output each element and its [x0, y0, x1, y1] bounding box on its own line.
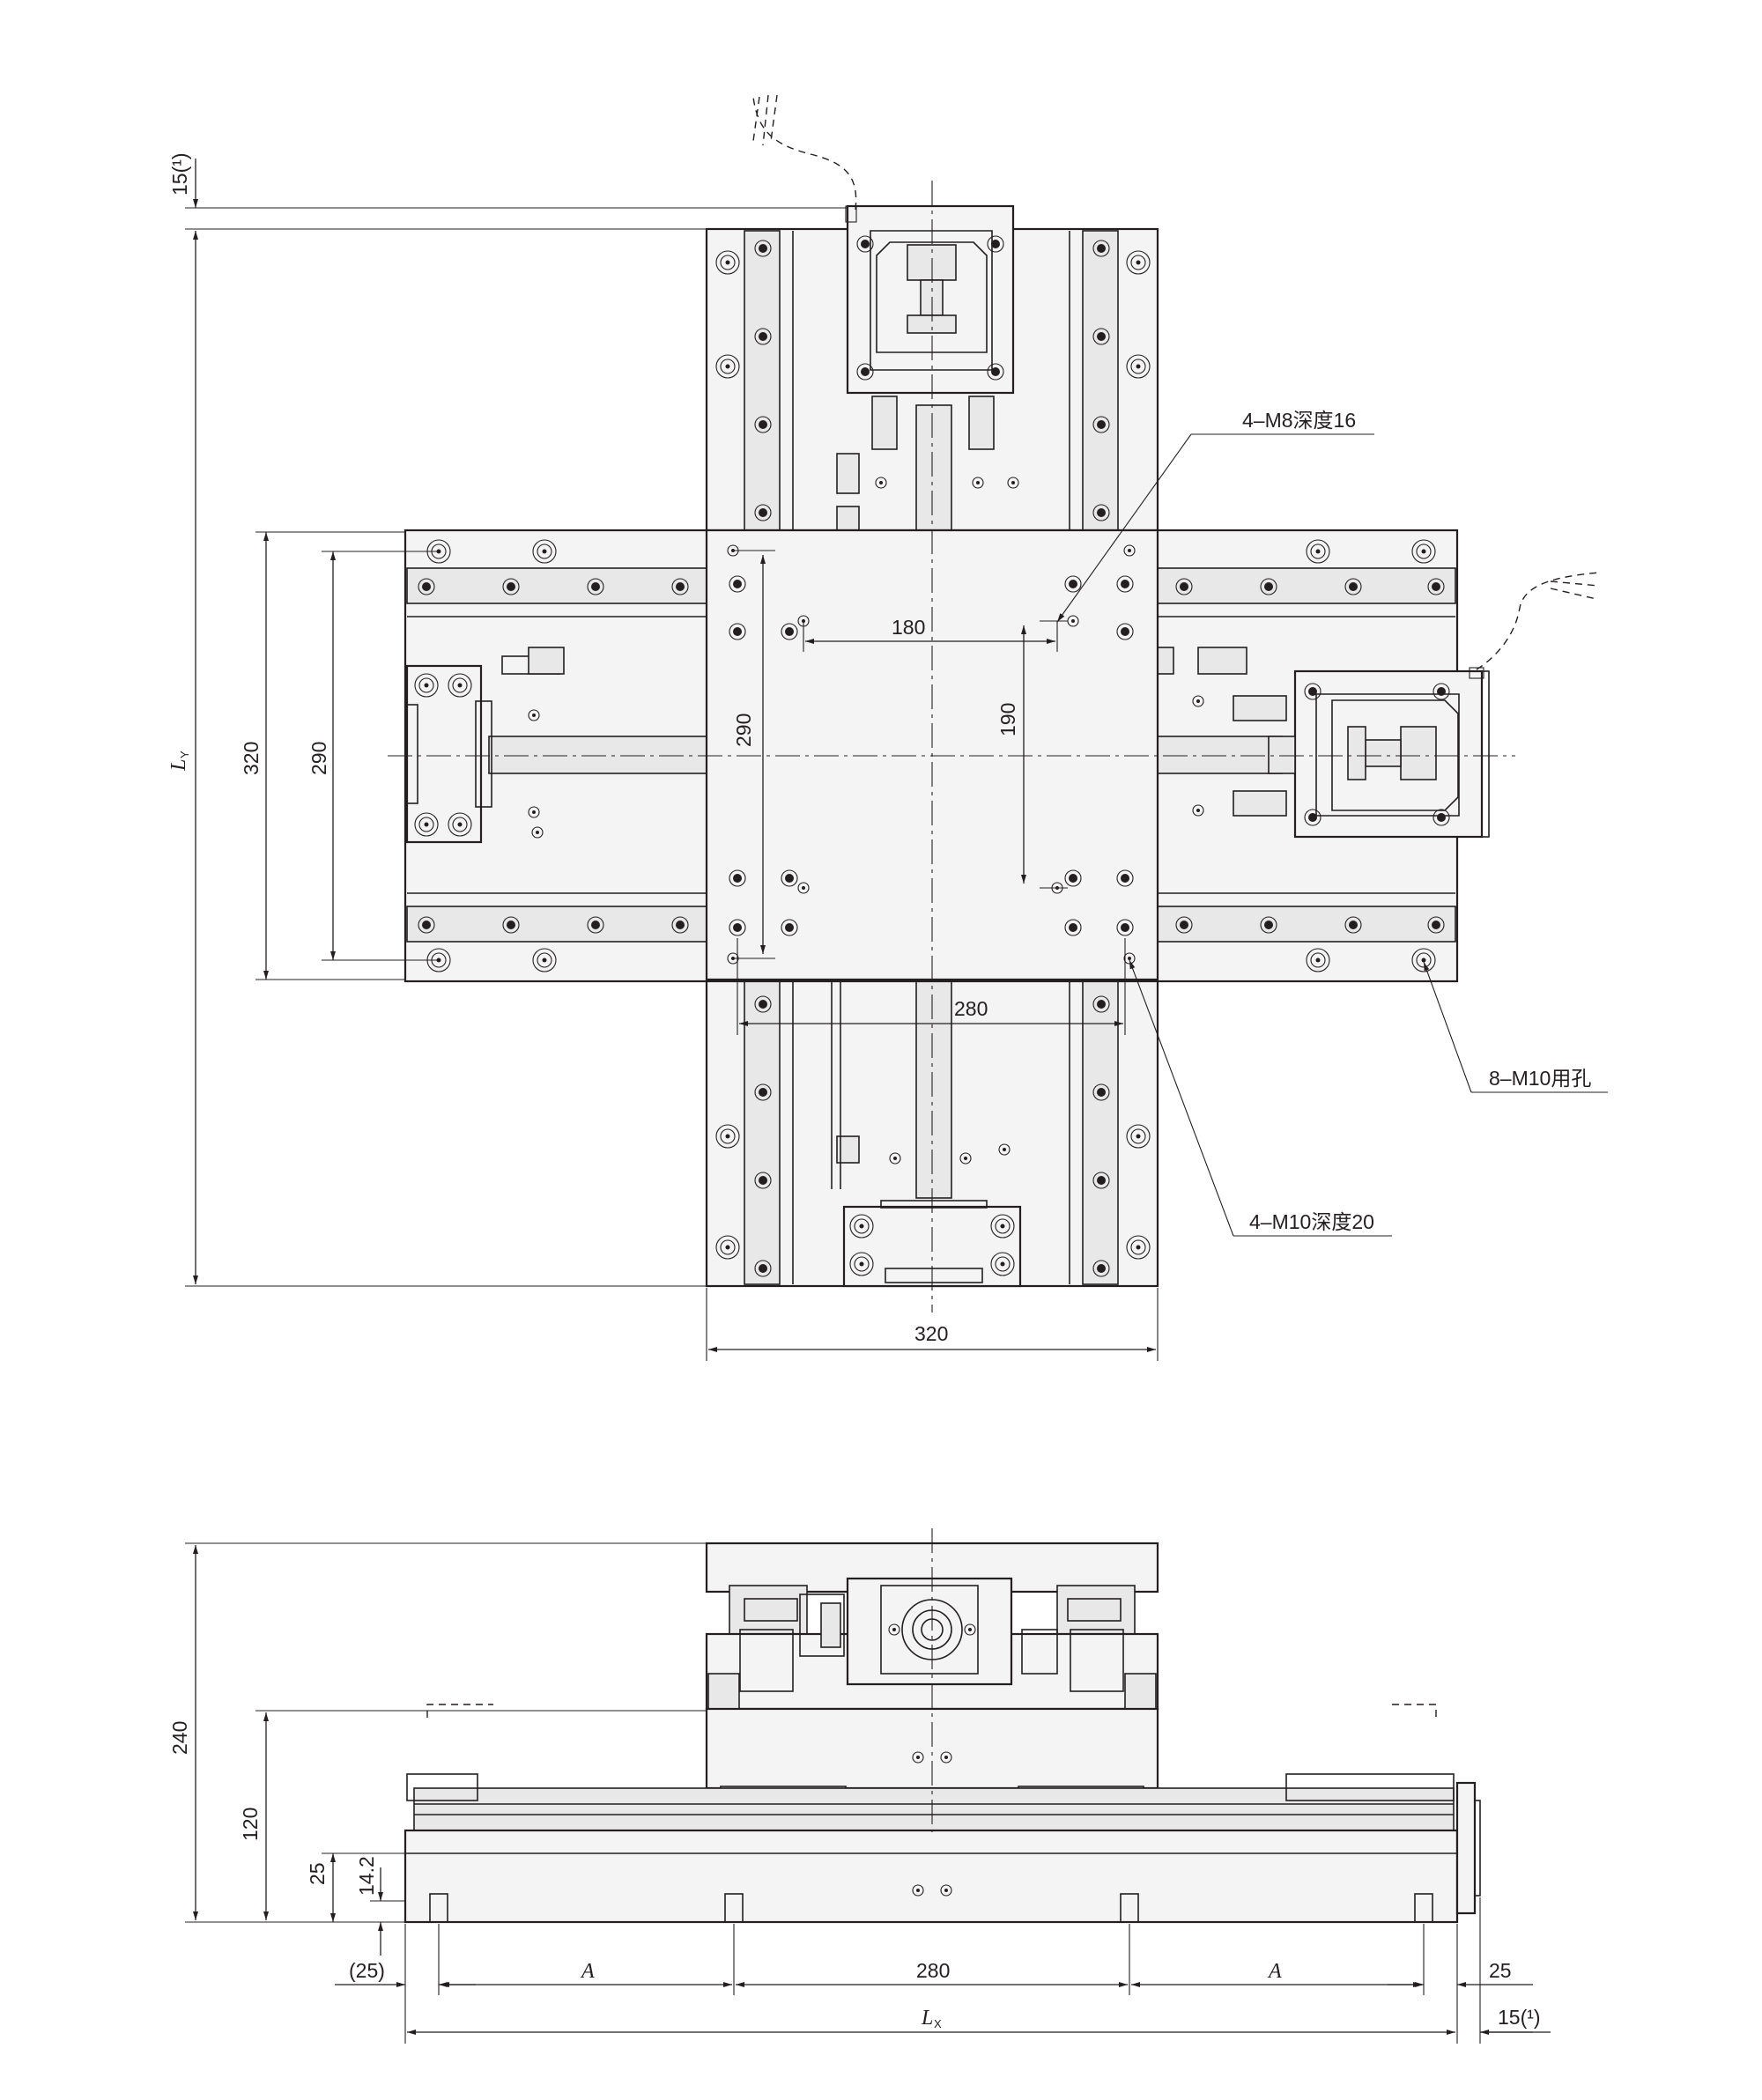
dim-ly: L Y: [167, 231, 707, 1287]
dim-320-label: 320: [240, 742, 263, 775]
svg-text:25: 25: [306, 1862, 329, 1885]
svg-text:(25): (25): [349, 1959, 385, 1982]
dim-A-right: A: [1131, 1960, 1422, 1987]
svg-text:4–M10深度20: 4–M10深度20: [1249, 1210, 1374, 1233]
svg-text:A: A: [580, 1960, 595, 1983]
dim-15-top: 15(¹): [168, 152, 848, 230]
svg-text:25: 25: [1489, 1959, 1512, 1982]
dim-280-top-label: 280: [954, 997, 988, 1020]
dim-25-side: 25: [306, 1852, 405, 1922]
svg-text:L: L: [921, 2007, 933, 2030]
svg-text:A: A: [1267, 1960, 1282, 1983]
svg-text:4–M8深度16: 4–M8深度16: [1242, 409, 1356, 432]
svg-text:14.2: 14.2: [355, 1856, 378, 1896]
svg-text:120: 120: [239, 1808, 262, 1841]
dim-290-left: 290: [307, 551, 439, 961]
dim-320-bottom-label: 320: [914, 1322, 948, 1345]
dim-15-label: 15(¹): [168, 152, 191, 196]
side-feet: [429, 1893, 1433, 1923]
dim-180-label: 180: [892, 616, 925, 639]
side-x-rail: [413, 1787, 1455, 1831]
top-view: 15(¹) L Y 320 290 290: [167, 94, 1608, 1361]
dim-190: 190: [996, 620, 1068, 889]
dim-280-bottom: 280: [736, 1959, 1128, 1987]
side-nut-housing: [846, 1577, 1013, 1686]
callout-m8: 4–M8深度16: [1056, 409, 1374, 623]
dim-290-inner-label: 290: [732, 714, 755, 747]
dim-190-label: 190: [996, 703, 1019, 736]
svg-text:15(¹): 15(¹): [1498, 2006, 1541, 2029]
side-x-base: [403, 1829, 1459, 1924]
svg-text:280: 280: [916, 1959, 950, 1982]
dim-25-right: 25: [1388, 1959, 1533, 1987]
svg-text:Y: Y: [178, 751, 191, 758]
dim-14-2: 14.2: [355, 1856, 405, 1956]
dim-290-inner: 290: [732, 550, 775, 959]
dim-320-left: 320: [240, 531, 405, 980]
dim-320-bottom: 320: [706, 1288, 1159, 1361]
dim-25-left-paren: (25): [335, 1959, 476, 1987]
dim-280-top: 280: [737, 938, 1126, 1035]
svg-text:240: 240: [168, 1721, 191, 1755]
dim-290-label: 290: [307, 742, 330, 775]
callout-m10-holes: 8–M10用孔: [1423, 961, 1608, 1093]
callout-m10-depth: 4–M10深度20: [1129, 959, 1392, 1237]
dim-ly-label: L: [167, 759, 190, 772]
dim-120: 120: [239, 1710, 707, 1920]
dim-240: 240: [168, 1542, 707, 1923]
svg-text:X: X: [934, 2017, 942, 2030]
dim-lx: L X: [407, 2007, 1455, 2035]
dim-15-right: 15(¹): [1480, 2006, 1551, 2035]
side-view: 240 120 25 14.2 (25): [168, 1528, 1551, 2044]
dim-A-left: A: [440, 1960, 732, 1987]
dim-180: 180: [803, 616, 1058, 652]
svg-text:8–M10用孔: 8–M10用孔: [1489, 1067, 1591, 1090]
